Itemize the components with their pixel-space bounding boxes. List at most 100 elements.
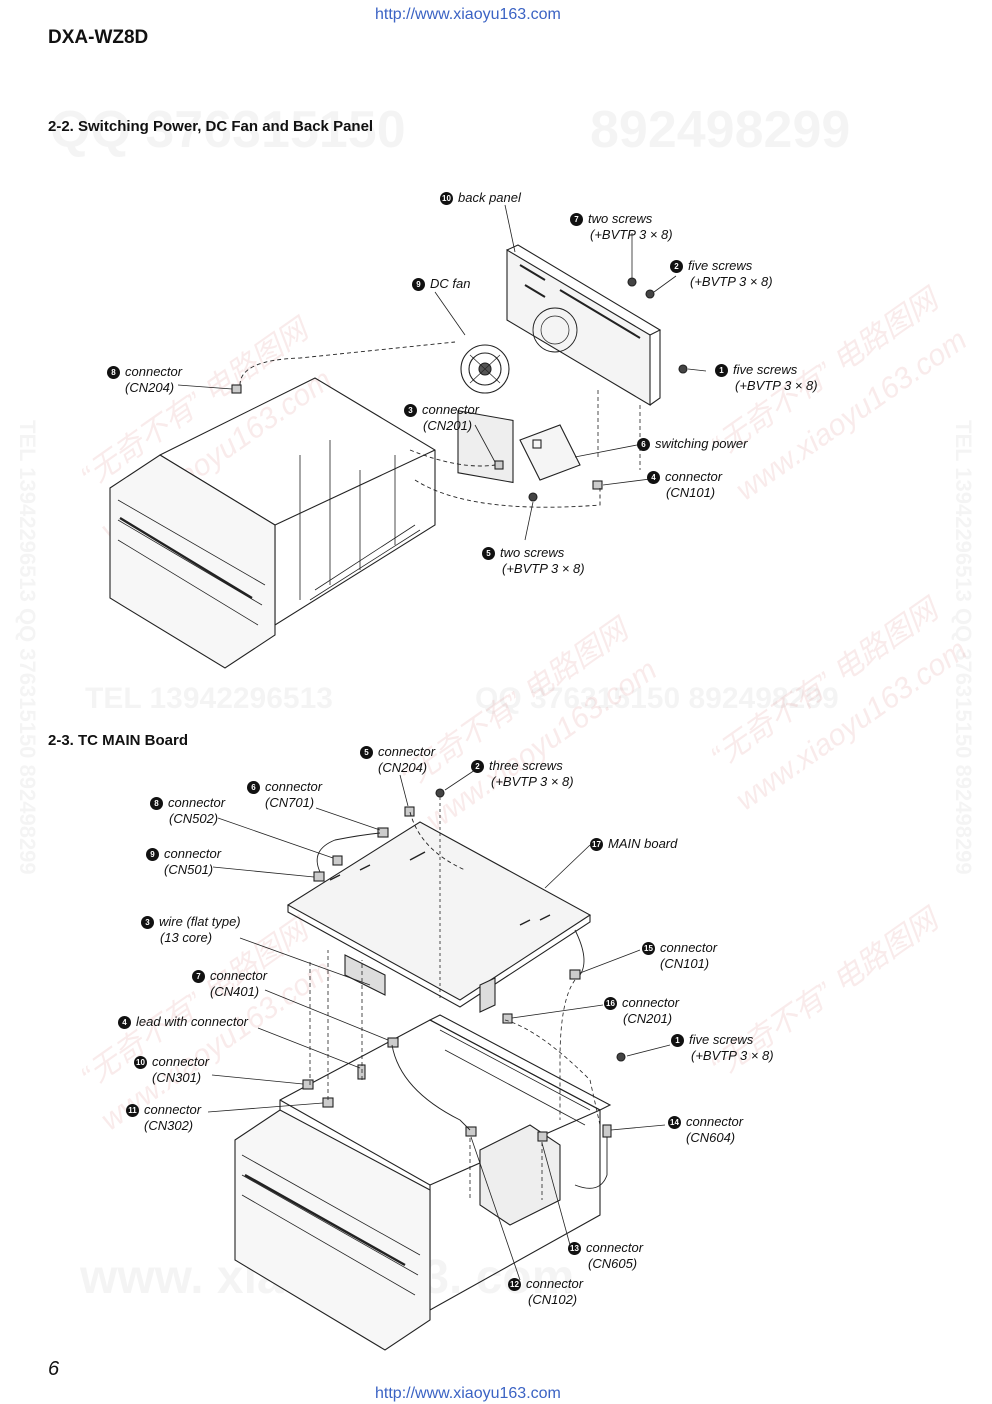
callout-dc-fan: 9 DC fan: [412, 276, 470, 292]
callout-text: connector: [164, 846, 222, 861]
callout-subtext: (+BVTP 3 × 8): [590, 227, 673, 242]
callout-subtext: (CN101): [660, 956, 710, 971]
callout-number-badge: 16: [604, 997, 617, 1010]
callout-number-badge: 5: [360, 746, 373, 759]
callout-number-badge: 1: [671, 1034, 684, 1047]
callout-subtext: (+BVTP 3 × 8): [491, 774, 574, 789]
callout-subtext: (CN204): [125, 380, 175, 395]
callout-connector-cn501: 9 connector (CN501): [146, 846, 221, 878]
callout-text: five screws: [689, 1032, 754, 1047]
callout-connector-cn201: 3 connector (CN201): [404, 402, 479, 434]
callout-text: connector: [665, 469, 723, 484]
callout-text: connector: [210, 968, 268, 983]
callout-text: five screws: [733, 362, 798, 377]
footer-url-link[interactable]: http://www.xiaoyu163.com: [375, 1385, 561, 1402]
callout-number-badge: 2: [670, 260, 683, 273]
callout-connector-cn101-b: 15 connector (CN101): [642, 940, 717, 972]
callout-number-badge: 6: [637, 438, 650, 451]
callout-subtext: (CN604): [686, 1130, 736, 1145]
callout-subtext: (+BVTP 3 × 8): [735, 378, 818, 393]
callout-number-badge: 10: [134, 1056, 147, 1069]
callout-number-badge: 10: [440, 192, 453, 205]
callout-subtext: (CN201): [423, 418, 473, 433]
callout-text: connector: [265, 779, 323, 794]
callout-text: switching power: [655, 436, 748, 451]
callout-text: two screws: [588, 211, 653, 226]
callout-number-badge: 4: [647, 471, 660, 484]
callout-connector-cn201-b: 16 connector (CN201): [604, 995, 679, 1027]
callout-text: connector: [168, 795, 226, 810]
callout-text: connector: [422, 402, 480, 417]
callout-number-badge: 7: [192, 970, 205, 983]
callout-connector-cn604: 14 connector (CN604): [668, 1114, 743, 1146]
header-url-link[interactable]: http://www.xiaoyu163.com: [375, 6, 561, 23]
callout-text: back panel: [458, 190, 521, 205]
callout-text: DC fan: [430, 276, 471, 291]
callout-number-badge: 7: [570, 213, 583, 226]
callout-five-screws-top: 2 five screws (+BVTP 3 × 8): [670, 258, 773, 290]
callout-text: three screws: [489, 758, 563, 773]
callout-number-badge: 3: [404, 404, 417, 417]
section-title-tc-main-board: 2-3. TC MAIN Board: [48, 732, 189, 749]
callout-number-badge: 4: [118, 1016, 131, 1029]
callout-subtext: (CN301): [152, 1070, 202, 1085]
callout-text: connector: [686, 1114, 744, 1129]
callout-text: connector: [622, 995, 680, 1010]
callout-text: connector: [526, 1276, 584, 1291]
watermark-qq-number: QQ 376315150 892498299: [475, 682, 839, 716]
callout-subtext: (13 core): [160, 930, 213, 945]
callout-number-badge: 6: [247, 781, 260, 794]
callout-number-badge: 14: [668, 1116, 681, 1129]
callout-text: two screws: [500, 545, 565, 560]
callout-text: connector: [125, 364, 183, 379]
callout-main-board: 17 MAIN board: [590, 836, 677, 852]
callout-connector-cn502: 8 connector (CN502): [150, 795, 225, 827]
callout-subtext: (CN201): [623, 1011, 673, 1026]
callout-text: MAIN board: [608, 836, 678, 851]
callout-text: five screws: [688, 258, 753, 273]
callout-number-badge: 8: [150, 797, 163, 810]
callout-text: connector: [144, 1102, 202, 1117]
callout-subtext: (CN701): [265, 795, 315, 810]
callout-number-badge: 15: [642, 942, 655, 955]
callout-subtext: (CN102): [528, 1292, 578, 1307]
callout-switching-power: 6 switching power: [637, 436, 748, 452]
callout-subtext: (CN502): [169, 811, 219, 826]
callout-text: lead with connector: [136, 1014, 249, 1029]
callout-subtext: (CN401): [210, 984, 260, 999]
callout-number-badge: 5: [482, 547, 495, 560]
callout-number-badge: 8: [107, 366, 120, 379]
watermark-tel: TEL 13942296513: [85, 682, 333, 716]
callout-number-badge: 13: [568, 1242, 581, 1255]
callout-number-badge: 17: [590, 838, 603, 851]
callout-two-screws-top: 7 two screws (+BVTP 3 × 8): [570, 211, 673, 243]
callout-number-badge: 1: [715, 364, 728, 377]
page-number: 6: [48, 1358, 60, 1380]
callout-subtext: (CN101): [666, 485, 716, 500]
callout-text: connector: [586, 1240, 644, 1255]
callout-text: connector: [660, 940, 718, 955]
watermark-vertical-left: TEL 13942296513 QQ 376315150 892498299: [14, 420, 40, 875]
callout-text: connector: [378, 744, 436, 759]
callout-number-badge: 3: [141, 916, 154, 929]
callout-number-badge: 9: [412, 278, 425, 291]
callout-subtext: (CN501): [164, 862, 214, 877]
callout-subtext: (+BVTP 3 × 8): [691, 1048, 774, 1063]
callout-five-screws-b: 1 five screws (+BVTP 3 × 8): [671, 1032, 774, 1064]
callout-number-badge: 9: [146, 848, 159, 861]
callout-connector-cn401: 7 connector (CN401): [192, 968, 267, 1000]
watermark-site-large: www. xiaoyu163. com: [80, 1250, 574, 1305]
callout-connector-cn101: 4 connector (CN101): [647, 469, 722, 501]
callout-lead-with-connector: 4 lead with connector: [118, 1014, 248, 1030]
model-name: DXA-WZ8D: [48, 27, 149, 48]
callout-connector-cn701: 6 connector (CN701): [247, 779, 322, 811]
callout-subtext: (+BVTP 3 × 8): [690, 274, 773, 289]
callout-number-badge: 11: [126, 1104, 139, 1117]
